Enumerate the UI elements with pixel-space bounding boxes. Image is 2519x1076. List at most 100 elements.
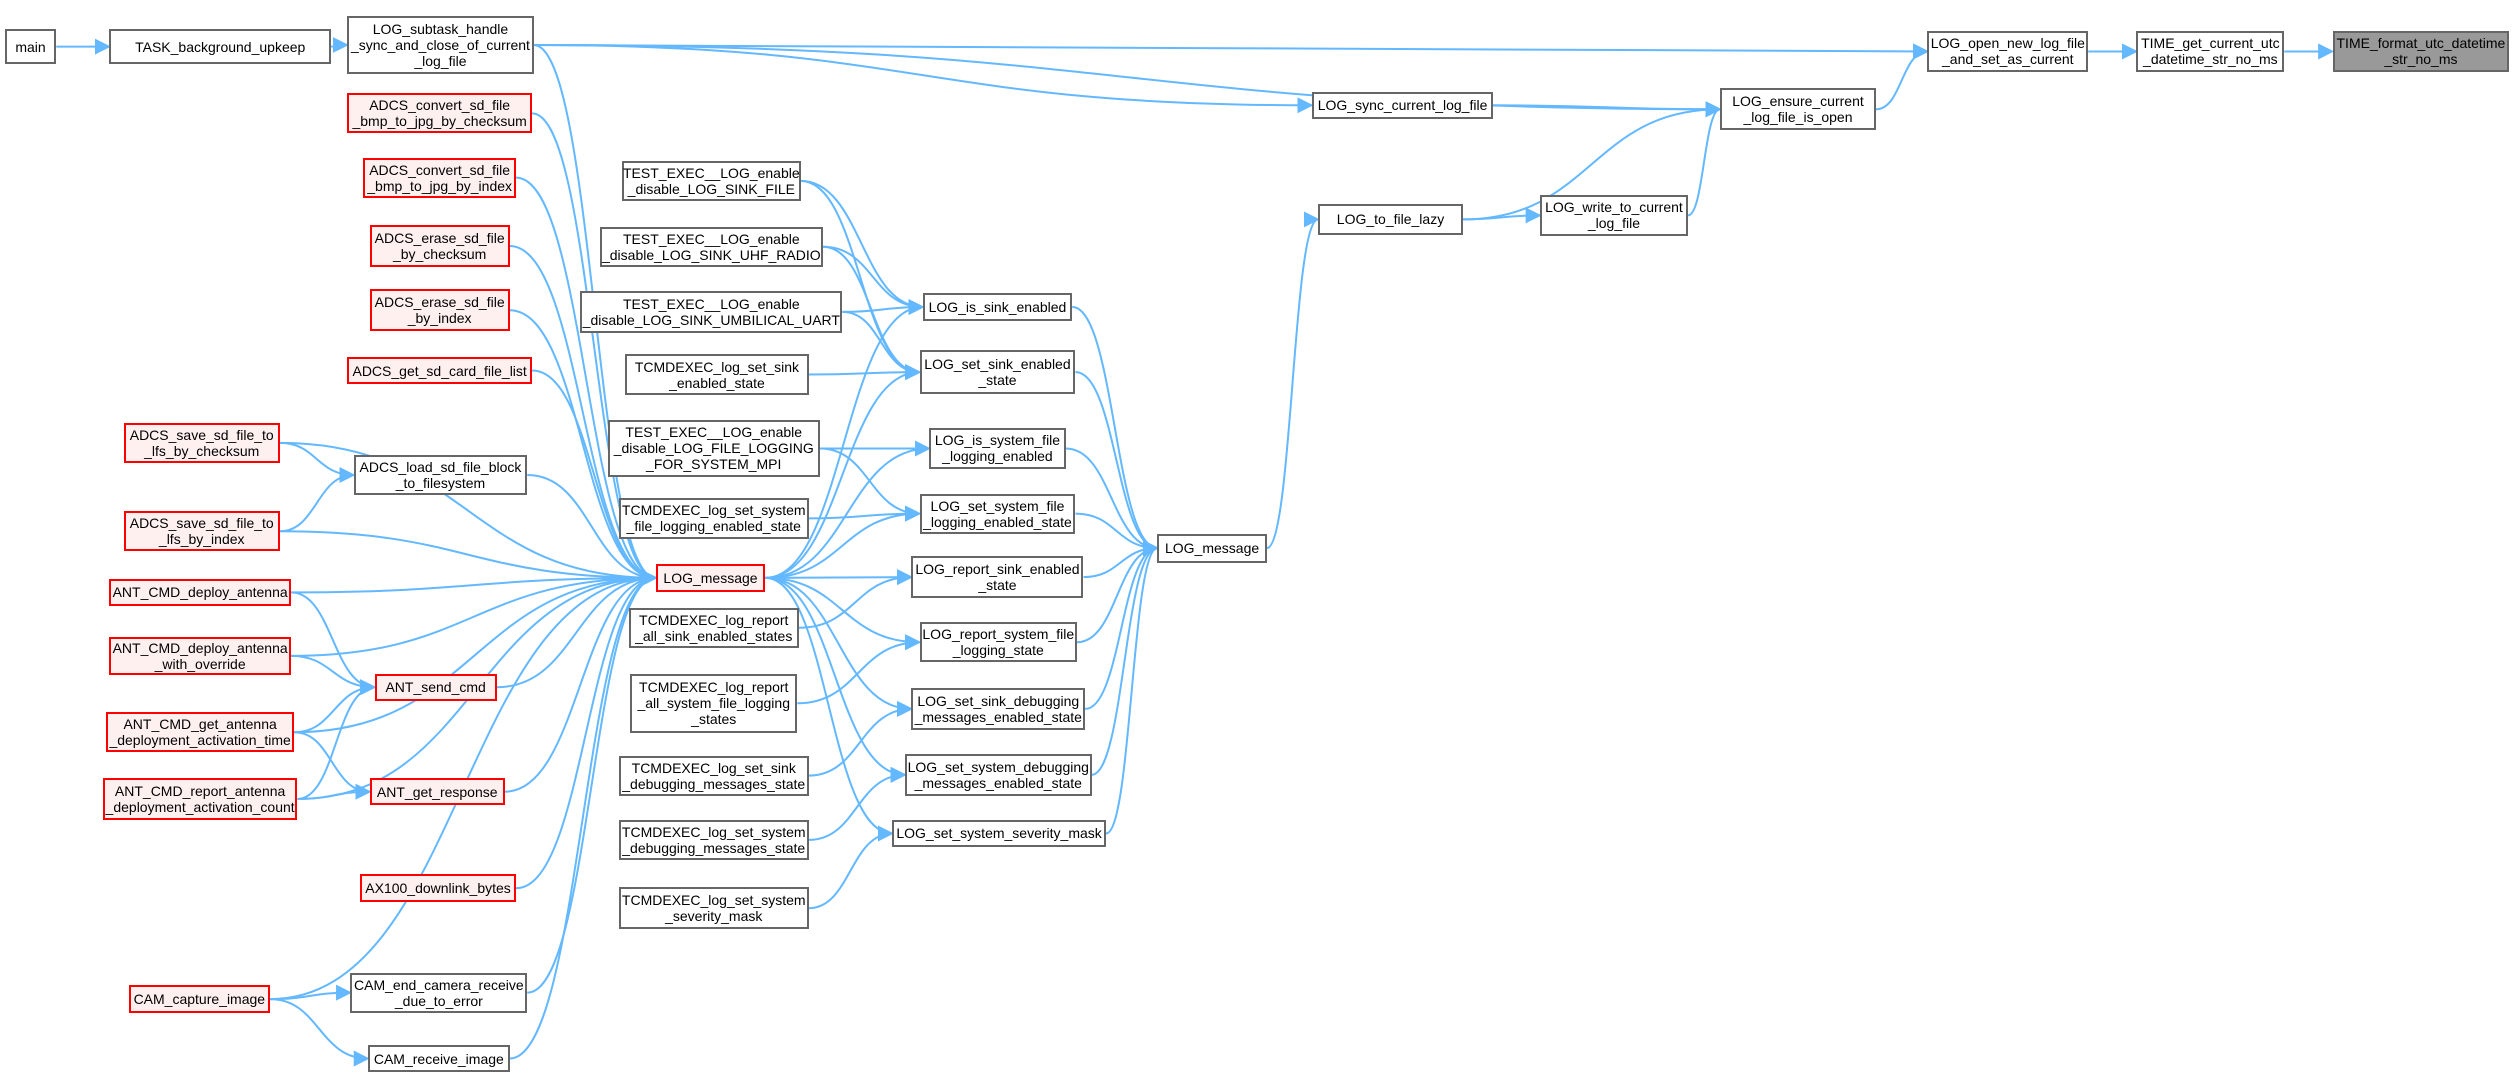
- node-label-line: ADCS_load_sd_file_block: [359, 459, 522, 476]
- node-label-line: _state: [978, 372, 1017, 389]
- node-label-line: ADCS_erase_sd_file: [374, 229, 505, 246]
- edge-tc-set-sink-dbg-to-log-set-sink-dbg: [808, 700, 914, 777]
- node-te-sink-file[interactable]: TEST_EXEC__LOG_enable_disable_LOG_SINK_F…: [622, 160, 801, 201]
- edge-log-message-to-log-to-file-lazy: [1266, 211, 1320, 550]
- node-label-line: LOG_message: [1164, 540, 1260, 557]
- node-adcs-load[interactable]: ADCS_load_sd_file_block_to_filesystem: [353, 454, 528, 496]
- node-label-line: LOG_set_system_file: [930, 497, 1065, 514]
- node-label-line: _logging_enabled: [942, 448, 1053, 465]
- node-adcs-conv-ix[interactable]: ADCS_convert_sd_file_bmp_to_jpg_by_index: [363, 157, 516, 198]
- edge-ant-report-to-ant-send: [297, 679, 377, 800]
- node-label-line: CAM_end_camera_receive: [354, 976, 524, 993]
- node-log-ensure[interactable]: LOG_ensure_current_log_file_is_open: [1720, 88, 1876, 131]
- node-tc-set-sink-dbg[interactable]: TCMDEXEC_log_set_sink_debugging_messages…: [618, 755, 809, 796]
- node-ant-deploy-ovr[interactable]: ANT_CMD_deploy_antenna_with_override: [109, 636, 291, 676]
- edge-ant-deploy-ovr-to-ant-send: [290, 654, 377, 696]
- node-label-line: TCMDEXEC_log_set_sink: [634, 358, 800, 375]
- node-label-line: TCMDEXEC_log_report: [639, 611, 789, 628]
- node-log-set-sys-dbg[interactable]: LOG_set_system_debugging_messages_enable…: [905, 753, 1092, 796]
- node-adcs-erase-ix[interactable]: ADCS_erase_sd_file_by_index: [369, 289, 510, 332]
- node-label-line: LOG_set_sink_enabled: [924, 356, 1071, 373]
- node-main[interactable]: main: [4, 28, 57, 65]
- edge-ant-deploy-ovr-to-log-message-red: [290, 569, 658, 657]
- node-label-line: LOG_set_system_debugging: [907, 758, 1089, 775]
- edge-ax100-to-log-message-red: [516, 569, 658, 890]
- edge-adcs-save-ck-to-log-message-red: [279, 441, 658, 586]
- node-log-message-red[interactable]: LOG_message: [655, 564, 766, 592]
- node-label-line: CAM_capture_image: [133, 991, 266, 1008]
- node-label-line: ADCS_save_sd_file_to: [129, 426, 274, 443]
- node-ax100[interactable]: AX100_downlink_bytes: [360, 874, 516, 902]
- node-log-set-sev[interactable]: LOG_set_system_severity_mask: [892, 819, 1106, 848]
- node-cam-capture[interactable]: CAM_capture_image: [128, 985, 271, 1013]
- node-label-line: TASK_background_upkeep: [135, 38, 306, 55]
- edge-log-ensure-to-log-open-new: [1875, 43, 1930, 111]
- node-log-to-file-lazy[interactable]: LOG_to_file_lazy: [1318, 204, 1463, 235]
- node-label-line: _enabled_state: [669, 374, 765, 391]
- node-label-line: _states: [691, 711, 737, 728]
- edge-tc-report-sys-to-log-report-sys: [797, 634, 922, 705]
- node-tc-set-sink-en[interactable]: TCMDEXEC_log_set_sink_enabled_state: [625, 353, 809, 396]
- edge-cam-receive-to-log-message-red: [509, 570, 658, 1060]
- node-adcs-conv-ck[interactable]: ADCS_convert_sd_file_bmp_to_jpg_by_check…: [347, 93, 533, 134]
- node-tc-set-sys-sev[interactable]: TCMDEXEC_log_set_system_severity_mask: [618, 887, 809, 930]
- node-label-line: LOG_to_file_lazy: [1336, 211, 1445, 228]
- node-log-set-sink-dbg[interactable]: LOG_set_sink_debugging_messages_enabled_…: [911, 688, 1086, 730]
- node-label-line: _all_system_file_logging: [637, 695, 790, 712]
- node-tc-report-sys[interactable]: TCMDEXEC_log_report_all_system_file_logg…: [630, 673, 798, 734]
- node-cam-end[interactable]: CAM_end_camera_receive_due_to_error: [350, 972, 528, 1013]
- node-ant-get-time[interactable]: ANT_CMD_get_antenna_deployment_activatio…: [106, 712, 295, 753]
- node-label-line: _logging_state: [952, 642, 1044, 659]
- node-label-line: ANT_CMD_deploy_antenna: [112, 584, 288, 601]
- edge-ant-deploy-to-ant-send: [290, 591, 377, 696]
- node-te-sink-umb[interactable]: TEST_EXEC__LOG_enable_disable_LOG_SINK_U…: [580, 290, 843, 333]
- node-label-line: ADCS_convert_sd_file: [369, 161, 511, 178]
- edge-te-sink-uhf-to-log-is-sink: [823, 245, 925, 316]
- node-label-line: TIME_format_utc_datetime: [2336, 35, 2506, 52]
- node-ant-deploy[interactable]: ANT_CMD_deploy_antenna: [109, 578, 291, 607]
- node-ant-report[interactable]: ANT_CMD_report_antenna_deployment_activa…: [102, 778, 298, 820]
- node-time-format[interactable]: TIME_format_utc_datetime_str_no_ms: [2332, 30, 2510, 73]
- node-log-write[interactable]: LOG_write_to_current_log_file: [1540, 194, 1688, 237]
- node-label-line: TEST_EXEC__LOG_enable: [625, 424, 803, 441]
- edge-log-message-red-to-log-report-sys: [765, 576, 922, 651]
- edge-adcs-conv-ix-to-log-message-red: [515, 176, 658, 586]
- node-ant-get-resp[interactable]: ANT_get_response: [369, 778, 505, 806]
- node-log-sync[interactable]: LOG_sync_current_log_file: [1311, 91, 1494, 119]
- node-label-line: ADCS_erase_sd_file: [374, 294, 505, 311]
- node-log-subtask[interactable]: LOG_subtask_handle_sync_and_close_of_cur…: [347, 16, 534, 74]
- node-log-message[interactable]: LOG_message: [1157, 533, 1267, 563]
- node-adcs-erase-ck[interactable]: ADCS_erase_sd_file_by_checksum: [369, 225, 510, 267]
- node-label-line: _lfs_by_index: [158, 531, 245, 548]
- node-log-set-sink[interactable]: LOG_set_sink_enabled_state: [919, 350, 1076, 394]
- node-label-line: _FOR_SYSTEM_MPI: [646, 456, 782, 473]
- node-tc-set-sys-file[interactable]: TCMDEXEC_log_set_system_file_logging_ena…: [618, 498, 809, 539]
- node-log-is-sink[interactable]: LOG_is_sink_enabled: [922, 292, 1073, 322]
- node-label-line: _severity_mask: [665, 908, 763, 925]
- node-label-line: _lfs_by_checksum: [144, 442, 260, 459]
- node-cam-receive[interactable]: CAM_receive_image: [368, 1044, 510, 1073]
- edge-log-sync-to-log-ensure: [1493, 101, 1722, 118]
- node-adcs-save-ck[interactable]: ADCS_save_sd_file_to_lfs_by_checksum: [123, 422, 280, 463]
- node-ant-send[interactable]: ANT_send_cmd: [374, 673, 497, 701]
- node-log-is-sys-file[interactable]: LOG_is_system_file_logging_enabled: [929, 427, 1066, 470]
- node-log-report-sink[interactable]: LOG_report_sink_enabled_state: [911, 556, 1084, 598]
- node-te-sink-uhf[interactable]: TEST_EXEC__LOG_enable_disable_LOG_SINK_U…: [599, 226, 824, 267]
- node-adcs-save-ix[interactable]: ADCS_save_sd_file_to_lfs_by_index: [123, 511, 280, 552]
- node-te-file-mpi[interactable]: TEST_EXEC__LOG_enable_disable_LOG_FILE_L…: [607, 419, 820, 478]
- node-label-line: _and_set_as_current: [1942, 51, 2074, 68]
- node-adcs-get-list[interactable]: ADCS_get_sd_card_file_list: [347, 356, 533, 385]
- node-log-report-sys[interactable]: LOG_report_system_file_logging_state: [919, 622, 1078, 663]
- node-task-bg[interactable]: TASK_background_upkeep: [109, 28, 332, 65]
- node-label-line: _log_file_is_open: [1743, 109, 1853, 126]
- node-tc-report-sink[interactable]: TCMDEXEC_log_report_all_sink_enabled_sta…: [628, 607, 799, 648]
- node-log-set-sys-file[interactable]: LOG_set_system_file_logging_enabled_stat…: [919, 493, 1076, 534]
- node-log-open-new[interactable]: LOG_open_new_log_file_and_set_as_current: [1927, 30, 2089, 73]
- node-time-get[interactable]: TIME_get_current_utc_datetime_str_no_ms: [2136, 30, 2285, 73]
- edge-ant-get-resp-to-log-message-red: [504, 569, 658, 793]
- edge-ant-deploy-to-log-message-red: [290, 569, 658, 594]
- node-tc-set-sys-dbg[interactable]: TCMDEXEC_log_set_system_debugging_messag…: [618, 819, 809, 861]
- edge-te-sink-file-to-log-is-sink: [800, 179, 925, 316]
- edge-log-message-red-to-log-report-sink: [765, 569, 914, 586]
